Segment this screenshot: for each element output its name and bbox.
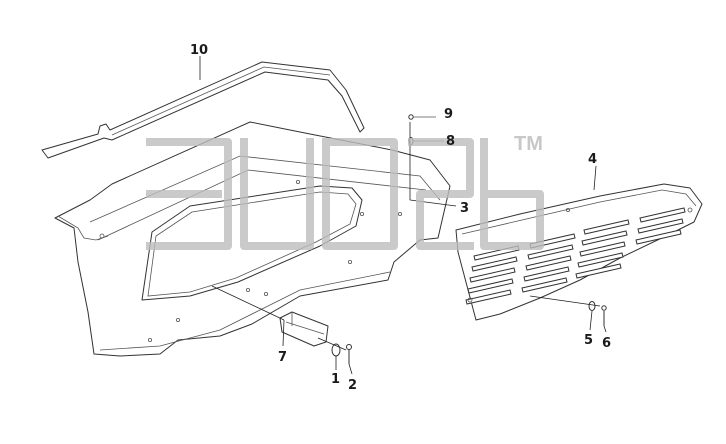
callout-10: 10 xyxy=(190,43,208,58)
louver-slot xyxy=(635,229,682,245)
callout-9: 9 xyxy=(444,107,453,122)
part-9-screw xyxy=(408,114,436,120)
part-2-screw xyxy=(346,344,352,364)
leader-4 xyxy=(593,165,597,191)
assembly-line-7 xyxy=(211,285,285,321)
louver-slot xyxy=(525,255,572,271)
leader-2 xyxy=(348,363,353,375)
louver-slot xyxy=(637,218,684,234)
callout-6: 6 xyxy=(602,336,611,351)
callout-7: 7 xyxy=(278,350,287,365)
callout-4: 4 xyxy=(588,152,597,167)
louver-slot xyxy=(575,263,622,279)
louver-slot xyxy=(469,267,516,283)
part-5-washer xyxy=(588,301,596,311)
louver-slot xyxy=(465,289,512,305)
callout-5: 5 xyxy=(584,333,593,348)
louver-slot xyxy=(521,277,568,293)
part-4-vent-panel xyxy=(455,183,703,321)
leader-7 xyxy=(282,319,285,347)
louver-slots xyxy=(465,207,686,305)
louver-slot xyxy=(471,256,518,272)
callout-3: 3 xyxy=(460,201,469,216)
part-7-bracket xyxy=(279,311,329,347)
louver-slot xyxy=(639,207,686,223)
part-10-rod xyxy=(41,61,365,159)
louver-slot xyxy=(583,219,630,235)
louver-slot xyxy=(467,278,514,294)
louver-slot xyxy=(581,230,628,246)
watermark-logo xyxy=(146,138,544,250)
part-6-screw xyxy=(601,305,607,326)
louver-slot xyxy=(523,266,570,282)
callout-8: 8 xyxy=(446,134,455,149)
louver-slot xyxy=(579,241,626,257)
louver-slot xyxy=(577,252,624,268)
watermark-tm: TM xyxy=(514,133,543,155)
leader-6 xyxy=(603,325,607,333)
callout-1: 1 xyxy=(331,372,340,387)
louver-slot xyxy=(527,244,574,260)
callout-2: 2 xyxy=(348,378,357,393)
assembly-line-1-2 xyxy=(317,337,347,351)
assembly-line-5-6 xyxy=(529,295,601,307)
leader-5 xyxy=(589,310,593,331)
